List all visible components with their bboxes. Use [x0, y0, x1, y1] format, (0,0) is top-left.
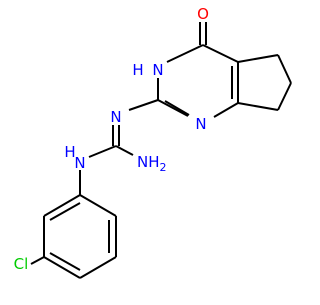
bond-cg-nh: [88, 145, 117, 158]
bond-ar-3: [79, 256, 117, 279]
bond-ar-6: [43, 194, 81, 217]
nh2-label: NH2: [137, 153, 167, 174]
bond-c4-n3: [166, 44, 204, 63]
bond-c4a-c5: [237, 54, 279, 63]
amine-nitrogen-label: N: [74, 154, 85, 172]
bond-c2-n1-inner: [164, 100, 190, 116]
oxygen-label: O: [197, 5, 209, 23]
bond-c7-c7a: [237, 102, 279, 111]
bond-ar-1: [79, 194, 117, 217]
structure-canvas: O H N N N H N NH2 Cl: [14, 5, 292, 279]
bond-ar-4-inner: [49, 252, 81, 271]
bonds: [30, 22, 292, 279]
atom-labels: O H N N N H N NH2 Cl: [14, 5, 209, 273]
bond-c6-c7: [277, 82, 292, 111]
bond-ar-6-inner: [49, 202, 81, 221]
bond-c-cl: [30, 256, 45, 265]
bond-c4-c4a: [202, 44, 239, 63]
bond-c5-c6: [277, 54, 292, 84]
bond-c2-n1: [157, 99, 189, 117]
imine-nitrogen-label: N: [110, 108, 121, 126]
ring-nh-hydrogen-label: H: [132, 61, 143, 79]
molecule-diagram: O H N N N H N NH2 Cl: [14, 5, 292, 279]
ring-nitrogen-upper-label: N: [152, 61, 163, 79]
nh2-main: NH: [137, 153, 160, 171]
bond-ar-4: [43, 256, 81, 279]
amine-hydrogen-label: H: [64, 143, 75, 161]
ring-nitrogen-lower-label: N: [195, 115, 206, 133]
bond-n1-c7a: [213, 102, 239, 118]
bond-c2-nimine: [128, 99, 159, 111]
chlorine-label: Cl: [14, 255, 29, 273]
bond-cg-nh2: [115, 145, 134, 156]
nh2-subscript: 2: [160, 161, 167, 174]
